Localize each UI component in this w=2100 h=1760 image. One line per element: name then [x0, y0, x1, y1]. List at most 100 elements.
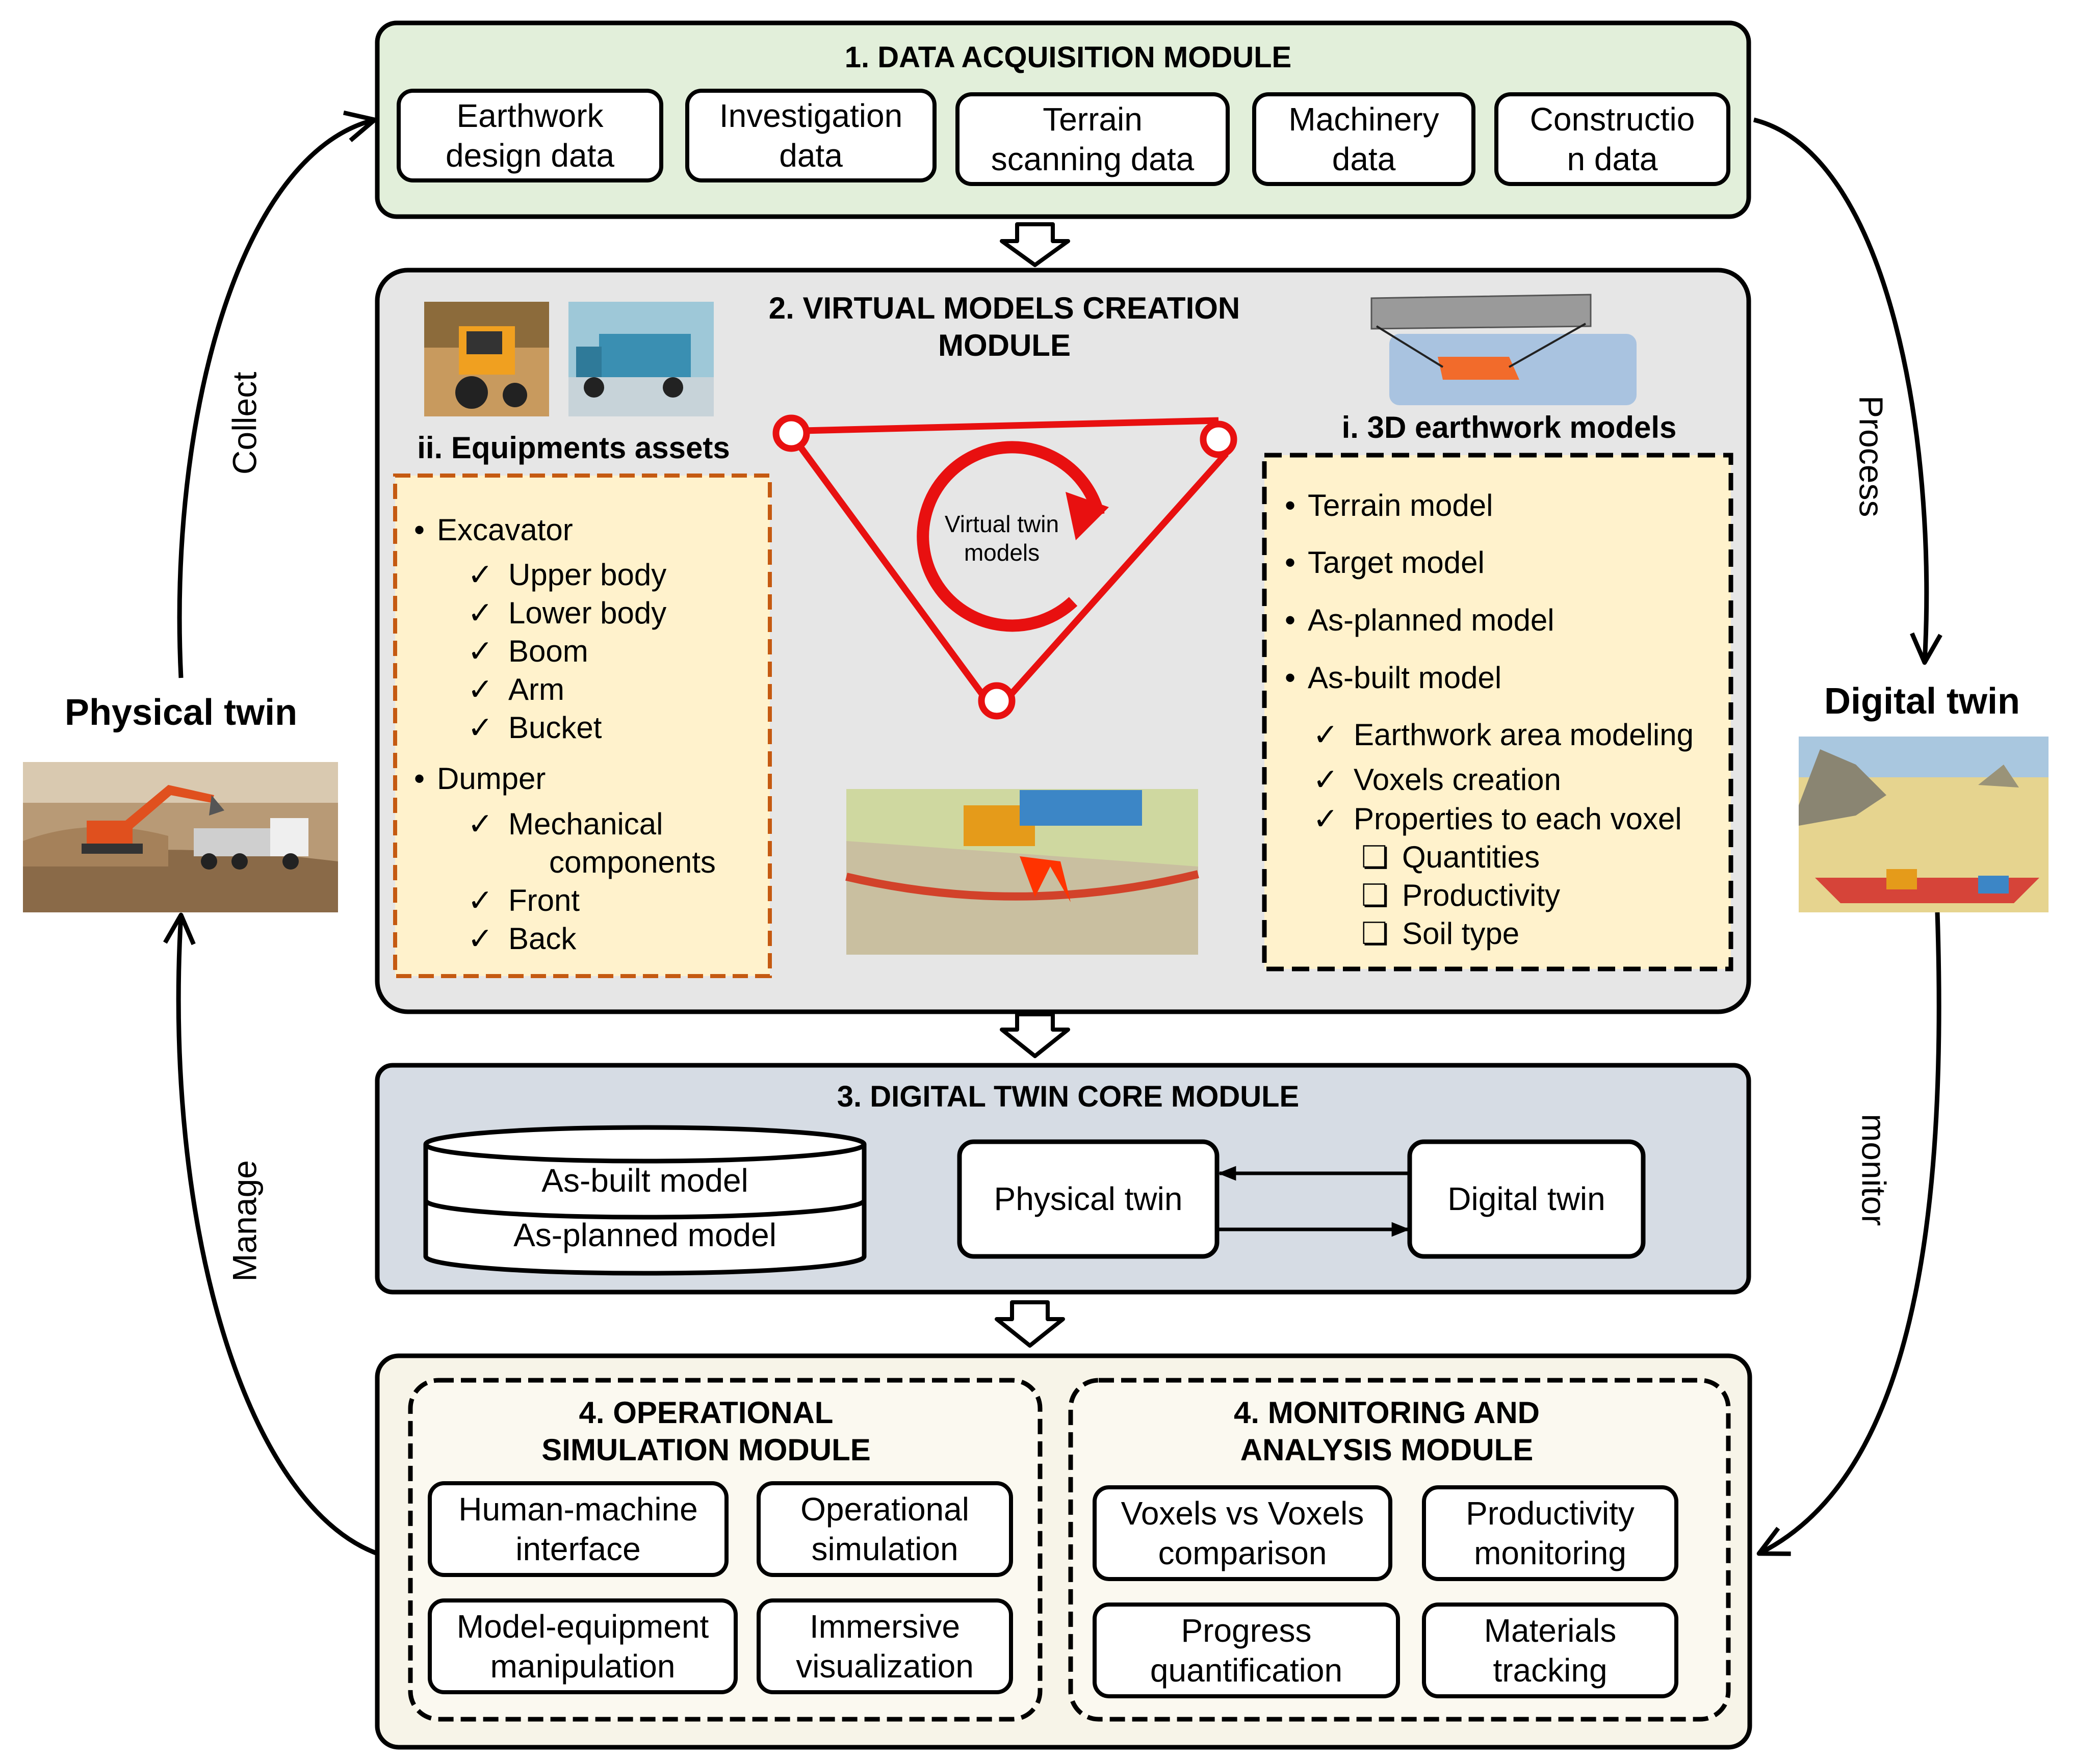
earthwork-models-title: i. 3D earthwork models: [1341, 410, 1677, 444]
check-icon: ✓: [468, 807, 494, 841]
list-check-item: ✓Front: [468, 885, 580, 916]
m1-box-1: [397, 89, 663, 182]
list-item-label: Dumper: [437, 761, 546, 796]
list-bullet-item: • Terrain model: [1285, 490, 1493, 521]
truck-icon: [1978, 876, 2009, 894]
terrain-models-thumbnail: [1370, 294, 1637, 405]
list-check-item: ✓ Boom: [468, 636, 588, 667]
earthwork-list-box: [1262, 453, 1733, 971]
dump-truck-icon: [194, 818, 308, 870]
digital-twin-title: Digital twin: [1824, 681, 2020, 722]
list-item-label: Target model: [1308, 545, 1485, 580]
m4a-box-3-label: Model-equipment manipulation: [456, 1608, 709, 1685]
list-check-item: components: [508, 847, 716, 878]
m1-box-3-label: Terrain scanning data: [991, 100, 1195, 177]
list-check-item: ✓Bucket: [468, 713, 602, 743]
down-arrow-3: [995, 1300, 1065, 1348]
list-bullet-item: • Dumper: [414, 764, 546, 794]
down-arrow-2: [1000, 1012, 1070, 1058]
list-check-item: ✓ Earthwork area modeling: [1313, 720, 1694, 750]
dumper-thumbnail: [568, 302, 714, 416]
db-as-built-label: As-built model: [541, 1162, 748, 1199]
list-check-item: ✓ Back: [468, 924, 576, 954]
bullet-icon: •: [1285, 603, 1296, 637]
module2-title: 2. VIRTUAL MODELS CREATION MODULE: [768, 291, 1240, 363]
list-checkbox-item: ❏ Productivity: [1361, 880, 1560, 911]
m1-box-5: [1494, 92, 1730, 186]
list-check-item: ✓Arm: [468, 674, 564, 705]
list-item-label: As-planned model: [1308, 603, 1554, 637]
list-item-label: Quantities: [1402, 840, 1540, 874]
manage-arrow: [163, 912, 378, 1556]
m4a-box-4: [757, 1598, 1013, 1694]
m4b-box-4: [1422, 1603, 1678, 1698]
check-icon: ✓: [468, 711, 494, 745]
module4a-title: 4. OPERATIONAL SIMULATION MODULE: [541, 1396, 871, 1467]
list-bullet-item: • As-planned model: [1285, 605, 1554, 636]
simulation-scene-thumbnail: [845, 789, 1199, 955]
bullet-icon: •: [414, 513, 425, 547]
m4a-box-4-label: Immersive visualization: [796, 1608, 974, 1685]
m4b-box-1: [1093, 1485, 1392, 1581]
list-bullet-item: • Target model: [1285, 547, 1485, 578]
list-item-label: Soil type: [1402, 916, 1520, 951]
digital-twin-render: [1799, 737, 2049, 912]
list-item-label: Excavator: [437, 513, 573, 547]
db-as-planned-label: As-planned model: [513, 1216, 776, 1253]
list-check-item: ✓ Lower body: [468, 598, 666, 628]
m4b-box-2-label: Productivity monitoring: [1466, 1494, 1635, 1571]
list-item-label: Terrain model: [1308, 488, 1493, 522]
m1-box-3: [955, 92, 1230, 186]
list-item-label: Productivity: [1402, 878, 1561, 912]
bullet-icon: •: [414, 761, 425, 796]
list-item-label: Voxels creation: [1354, 763, 1561, 797]
check-icon: ✓: [1313, 763, 1339, 797]
list-item-label: Boom: [508, 634, 588, 668]
check-icon: ✓: [468, 922, 494, 956]
monitor-arrow: [1756, 912, 1941, 1556]
list-item-label: Earthwork area modeling: [1354, 718, 1694, 752]
list-item-label: Lower body: [508, 596, 667, 630]
m4a-box-2: [757, 1481, 1013, 1577]
module4b-title: 4. MONITORING AND ANALYSIS MODULE: [1233, 1396, 1540, 1467]
m4a-box-1: [428, 1481, 729, 1577]
m1-box-5-label: Constructio n data: [1529, 100, 1695, 177]
list-bullet-item: • As-built model: [1285, 663, 1501, 693]
list-check-item: ✓ Upper body: [468, 560, 666, 590]
check-icon: ✓: [468, 883, 494, 917]
m4b-box-4-label: Materials tracking: [1484, 1612, 1617, 1689]
excavator-icon: [82, 785, 224, 854]
list-item-label: Properties to each voxel: [1354, 802, 1682, 836]
list-check-item: ✓ Mechanical: [468, 809, 663, 839]
module1-title: 1. DATA ACQUISITION MODULE: [844, 41, 1292, 74]
list-check-item: ✓ Voxels creation: [1313, 765, 1561, 795]
down-arrow-1: [1000, 222, 1070, 267]
m4b-box-3-label: Progress quantification: [1150, 1612, 1343, 1689]
m1-box-2: [685, 89, 937, 182]
list-item-label: Mechanical: [508, 807, 663, 841]
m4a-box-3: [428, 1598, 738, 1694]
list-item-label: Back: [508, 922, 577, 956]
collect-label: Collect: [225, 372, 264, 475]
backhoe-thumbnail: [424, 302, 549, 416]
checkbox-icon: ❏: [1361, 916, 1389, 951]
check-icon: ✓: [468, 634, 494, 668]
check-icon: ✓: [468, 596, 494, 630]
equipments-list-box: [393, 474, 772, 978]
check-icon: ✓: [1313, 718, 1339, 752]
list-item-label: As-built model: [1308, 661, 1502, 695]
check-icon: ✓: [1313, 802, 1339, 836]
checkbox-icon: ❏: [1361, 878, 1389, 912]
process-arrow: [1753, 117, 1942, 665]
bullet-icon: •: [1285, 545, 1296, 580]
module3-title: 3. DIGITAL TWIN CORE MODULE: [837, 1080, 1300, 1113]
list-item-label: Upper body: [508, 558, 667, 592]
m4a-box-2-label: Operational simulation: [800, 1490, 969, 1567]
check-icon: ✓: [468, 558, 494, 592]
virtual-twin-models-label: Virtual twin models: [944, 511, 1059, 566]
bullet-icon: •: [1285, 661, 1296, 695]
process-label: Process: [1852, 396, 1890, 517]
m1-box-2-label: Investigation data: [719, 97, 903, 174]
bullet-icon: •: [1285, 488, 1296, 522]
